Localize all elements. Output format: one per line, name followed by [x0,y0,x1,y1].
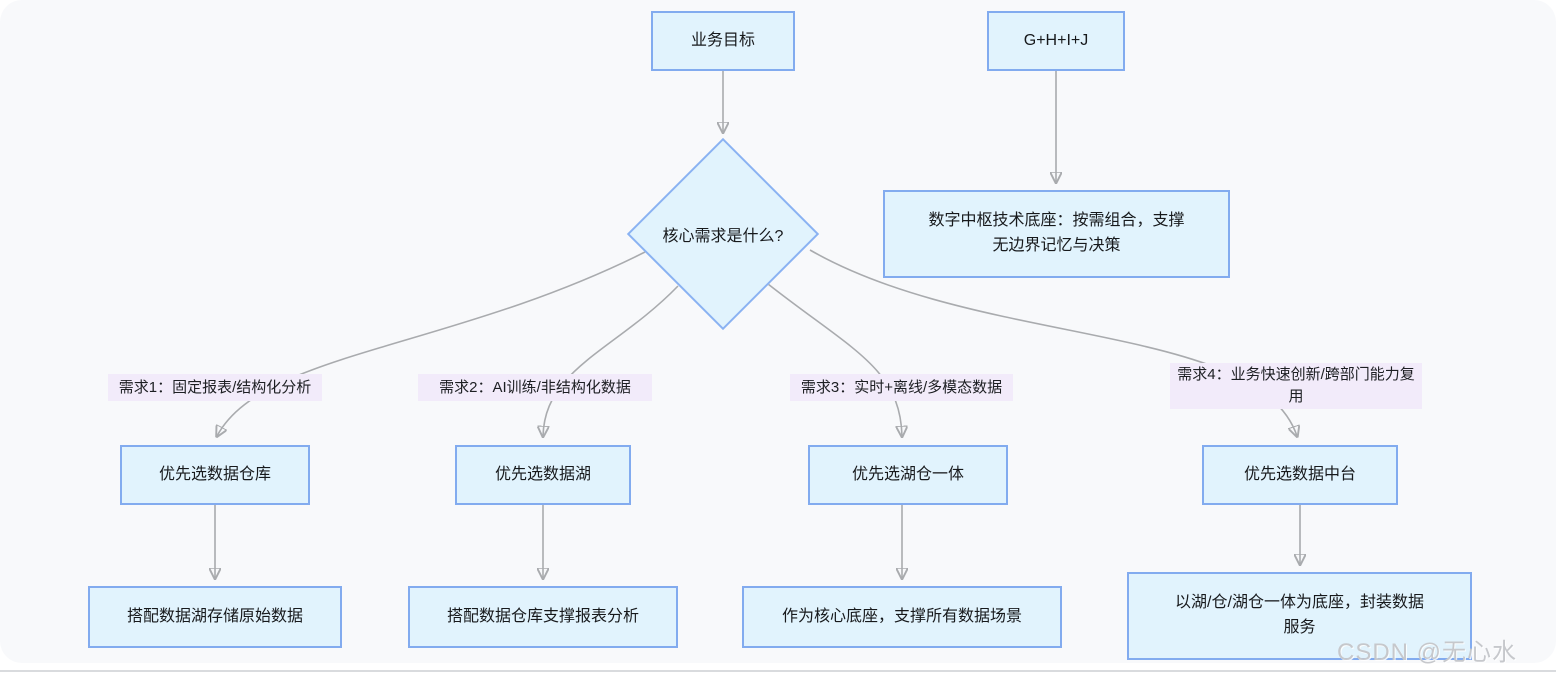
node-digital-hub-label: 数字中枢技术底座：按需组合，支撑无边界记忆与决策 [928,212,1185,254]
node-lakehouse: 优先选湖仓一体 [808,445,1008,505]
edge-decision-to-lake [543,285,679,436]
node-lake-note: 搭配数据仓库支撑报表分析 [408,586,678,648]
edge-label-req4: 需求4：业务快速创新/跨部门能力复用 [1170,363,1422,409]
page-bottom-divider [0,670,1556,672]
node-digital-hub: 数字中枢技术底座：按需组合，支撑无边界记忆与决策 [883,190,1230,278]
node-lakehouse-label: 优先选湖仓一体 [851,465,964,483]
node-ghij: G+H+I+J [987,11,1125,71]
edge-label-req1: 需求1：固定报表/结构化分析 [108,374,322,401]
node-lakehouse-note: 作为核心底座，支撑所有数据场景 [742,586,1062,648]
node-business-goal-label: 业务目标 [690,31,755,49]
node-lake: 优先选数据湖 [455,445,631,505]
edge-decision-to-warehouse [217,251,646,436]
csdn-watermark: CSDN @无心水 [1337,639,1518,666]
node-ghij-label: G+H+I+J [1023,31,1089,49]
edge-label-req3: 需求3：实时+离线/多模态数据 [790,374,1013,401]
node-platform: 优先选数据中台 [1202,445,1398,505]
node-warehouse-note: 搭配数据湖存储原始数据 [88,586,342,648]
edge-decision-to-lakehouse [767,283,902,436]
node-warehouse-note-label: 搭配数据湖存储原始数据 [126,607,303,625]
node-lake-label: 优先选数据湖 [494,465,591,483]
node-platform-label: 优先选数据中台 [1243,465,1356,483]
node-platform-note-label: 以湖/仓/湖仓一体为底座，封装数据服务 [1175,594,1424,636]
edge-label-req1-text: 需求1：固定报表/结构化分析 [118,378,312,396]
edge-label-req2: 需求2：AI训练/非结构化数据 [418,374,652,401]
edge-label-req2-text: 需求2：AI训练/非结构化数据 [439,378,631,396]
node-lakehouse-note-label: 作为核心底座，支撑所有数据场景 [781,607,1022,625]
node-business-goal: 业务目标 [651,11,795,71]
node-warehouse-label: 优先选数据仓库 [158,465,271,483]
edge-label-req4-text: 需求4：业务快速创新/跨部门能力复用 [1177,366,1415,405]
edge-label-req3-text: 需求3：实时+离线/多模态数据 [800,378,1003,396]
node-warehouse: 优先选数据仓库 [120,445,310,505]
node-decision: 核心需求是什么? [623,219,823,249]
node-lake-note-label: 搭配数据仓库支撑报表分析 [446,607,639,625]
node-platform-note: 以湖/仓/湖仓一体为底座，封装数据服务 [1127,572,1472,660]
node-decision-label: 核心需求是什么? [662,228,784,245]
